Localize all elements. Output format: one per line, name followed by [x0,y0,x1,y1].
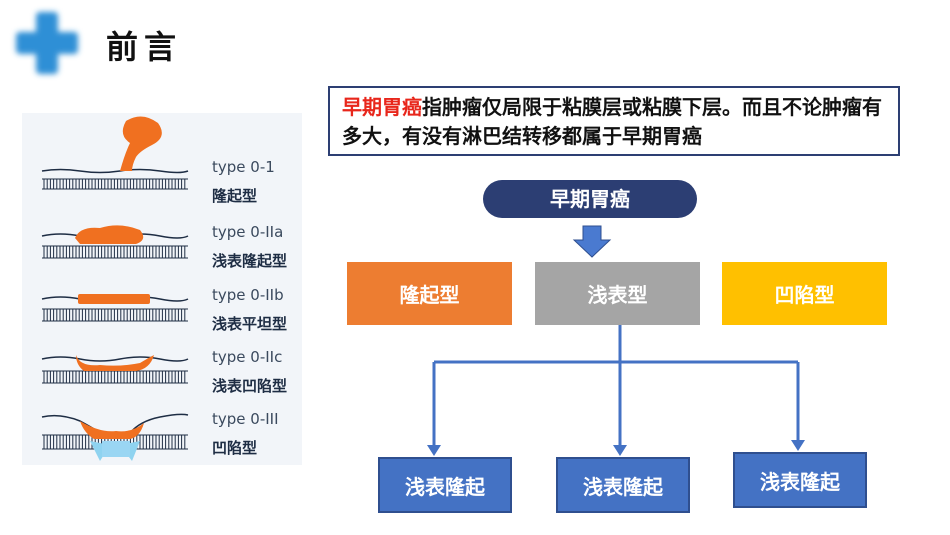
lesion-diagram-type-0-iii [41,413,189,461]
type-code: type 0-IIa [212,223,284,241]
type-name: 浅表平坦型 [212,315,288,333]
medical-cross-icon [16,12,78,74]
type-row: type 0-IIb 浅表平坦型 [22,281,302,341]
root-node: 早期胃癌 [483,180,697,218]
lesion-diagram-type-0-1 [41,116,189,190]
type-row: type 0-IIc 浅表凹陷型 [22,343,302,403]
type-illustration-panel: type 0-1 隆起型 type 0-IIa 浅表隆起型 type 0-IIb… [22,113,302,465]
lesion-diagram-type-0-iia [41,225,189,259]
lesion-diagram-type-0-iic [41,355,189,384]
page-title: 前言 [106,28,183,66]
definition-highlight: 早期胃癌 [342,95,422,119]
subtype-node: 浅表隆起 [378,457,512,513]
type-row: type 0-III 凹陷型 [22,403,302,463]
type-name: 隆起型 [212,187,258,205]
type-code: type 0-IIc [212,348,283,366]
type-name: 浅表凹陷型 [212,377,288,395]
type-row: type 0-1 隆起型 [22,113,302,205]
subtype-node: 浅表隆起 [733,452,867,508]
type-name: 凹陷型 [212,439,258,457]
lesion-diagram-type-0-iib [41,294,189,322]
type-code: type 0-IIb [212,286,284,304]
type-name: 浅表隆起型 [212,252,288,270]
definition-box: 早期胃癌指肿瘤仅局限于粘膜层或粘膜下层。而且不论肿瘤有多大，有没有淋巴结转移都属… [328,86,900,156]
definition-text: 指肿瘤仅局限于粘膜层或粘膜下层。而且不论肿瘤有多大，有没有淋巴结转移都属于早期胃… [342,95,882,148]
category-depressed: 凹陷型 [722,262,887,325]
type-row: type 0-IIa 浅表隆起型 [22,218,302,278]
subtype-node: 浅表隆起 [556,457,690,513]
category-protruding: 隆起型 [347,262,512,325]
type-code: type 0-III [212,410,279,428]
category-superficial: 浅表型 [535,262,700,325]
type-code: type 0-1 [212,158,275,176]
